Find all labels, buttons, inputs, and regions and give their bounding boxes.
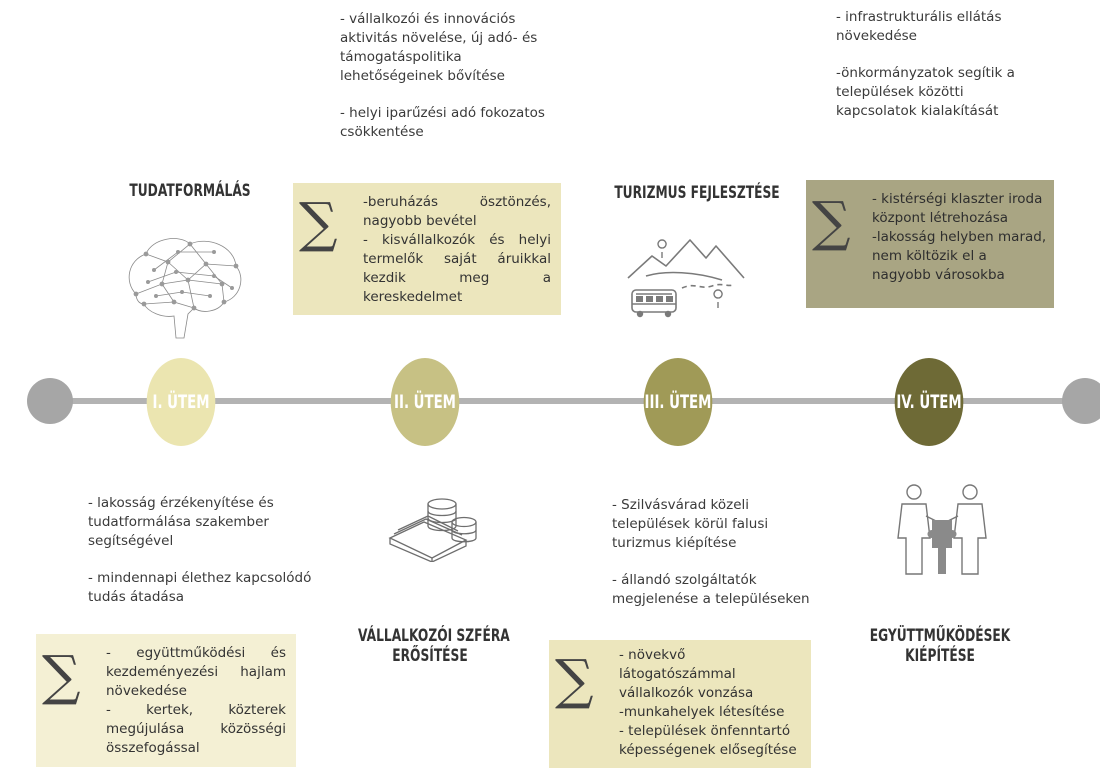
box-text: - kistérségi klaszter iroda központ létr… [872, 190, 1048, 285]
heading-line: ERŐSÍTÉSE [392, 646, 468, 666]
brain-network-icon [128, 238, 242, 339]
box-line: -munkahelyek létesítése [619, 704, 785, 720]
box-text: - növekvő látogatószámmal vállalkozók vo… [619, 646, 805, 760]
summary-box-2: ∑ - kistérségi klaszter iroda központ lé… [806, 180, 1054, 308]
stage-label: I. ÜTEM [152, 391, 210, 413]
text-item: - infrastrukturális ellátás növekedése [836, 9, 1002, 44]
box-line: - növekvő látogatószámmal vállalkozók vo… [619, 647, 754, 701]
sigma-icon: ∑ [42, 644, 81, 707]
stage-3-circle: III. ÜTEM [643, 358, 713, 446]
timeline-end-dot [1062, 378, 1100, 424]
box-line: - kertek, közterek megújulása közösségi … [106, 702, 286, 756]
text-item: - vállalkozói és innovációs aktivitás nö… [340, 11, 538, 84]
box-text: - együttműködési és kezdeményezési hajla… [106, 644, 286, 758]
bottom-center-text: - Szilvásvárad közeli települések körül … [612, 496, 827, 627]
bottom-left-text: - lakosság érzékenyítése és tudatformálá… [88, 494, 318, 625]
box-text: -beruházás ösztönzés, nagyobb bevétel - … [363, 193, 551, 307]
puzzle-people-icon [897, 484, 987, 575]
coins-money-icon [388, 498, 477, 562]
box-line: - települések önfenntartó képességenek e… [619, 723, 797, 758]
stage-1-circle: I. ÜTEM [146, 358, 216, 446]
text-item: - állandó szolgáltatók megjelenése a tel… [612, 572, 810, 607]
text-item: - lakosság érzékenyítése és tudatformálá… [88, 495, 274, 549]
stage-4-circle: IV. ÜTEM [894, 358, 964, 446]
heading-line: VÁLLALKOZÓI SZFÉRA [358, 626, 510, 646]
stage-2-circle: II. ÜTEM [390, 358, 460, 446]
text-item: - mindennapi élethez kapcsolódó tudás át… [88, 570, 312, 605]
sigma-icon: ∑ [812, 190, 851, 253]
sigma-icon: ∑ [555, 648, 594, 711]
top-right-text: - infrastrukturális ellátás növekedése -… [836, 8, 1026, 139]
summary-box-1: ∑ -beruházás ösztönzés, nagyobb bevétel … [293, 183, 561, 315]
summary-box-4: ∑ - növekvő látogatószámmal vállalkozók … [549, 640, 811, 768]
heading-line: EGYÜTTMŰKÖDÉSEK [869, 626, 1011, 646]
heading-vallalkozoi: VÁLLALKOZÓI SZFÉRA ERŐSÍTÉSE [358, 626, 510, 666]
heading-egyuttmukodesek: EGYÜTTMŰKÖDÉSEK KIÉPÍTÉSE [868, 626, 1012, 666]
text-item: -önkormányzatok segítik a települések kö… [836, 65, 1015, 119]
top-center-text: - vállalkozói és innovációs aktivitás nö… [340, 10, 550, 160]
heading-tudatformalas: TUDATFORMÁLÁS [129, 181, 251, 201]
box-line: -lakosság helyben marad, nem költözik el… [872, 229, 1047, 283]
text-item: - Szilvásvárad közeli települések körül … [612, 497, 769, 551]
timeline-line [50, 398, 1080, 404]
box-line: - kistérségi klaszter iroda központ létr… [872, 191, 1043, 226]
stage-label: III. ÜTEM [644, 391, 712, 413]
heading-turizmus: TURIZMUS FEJLESZTÉSE [614, 183, 780, 203]
summary-box-3: ∑ - együttműködési és kezdeményezési haj… [36, 634, 296, 767]
box-line: -beruházás ösztönzés, nagyobb bevétel [363, 194, 551, 229]
box-line: - együttműködési és kezdeményezési hajla… [106, 645, 286, 699]
box-line: - kisvállalkozók és helyi termelők saját… [363, 232, 551, 305]
stage-label: IV. ÜTEM [896, 391, 962, 413]
stage-label: II. ÜTEM [394, 391, 456, 413]
timeline-start-dot [27, 378, 73, 424]
mountain-bus-icon [627, 239, 745, 318]
sigma-icon: ∑ [299, 191, 338, 254]
heading-line: KIÉPÍTÉSE [905, 646, 975, 666]
text-item: - helyi iparűzési adó fokozatos csökkent… [340, 105, 545, 140]
